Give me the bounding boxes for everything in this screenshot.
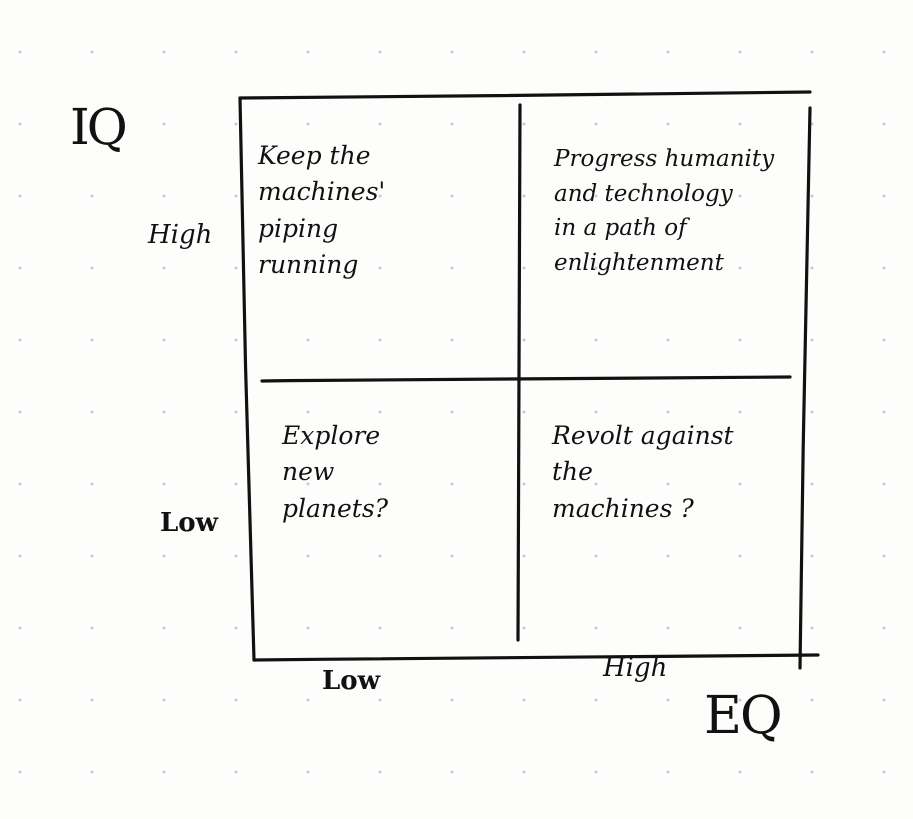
frame-left-line [238, 96, 256, 662]
quadrant-high-iq-low-eq: Keep the machines' piping running [258, 141, 386, 279]
tick-label-eq-high: High [603, 653, 668, 683]
frame-right-line [798, 106, 812, 670]
tick-label-iq-high: High [148, 220, 213, 250]
tick-label-iq-low: Low [160, 508, 219, 538]
quadrant-low-iq-high-eq: Revolt against the machines ? [552, 421, 734, 523]
axis-title-iq: IQ [70, 98, 128, 156]
divider-horizontal [260, 375, 792, 383]
frame-bottom-line [252, 653, 820, 662]
axis-title-eq: EQ [704, 686, 783, 746]
quadrant-low-iq-low-eq: Explore new planets? [282, 421, 389, 523]
divider-vertical [516, 103, 522, 642]
quadrant-high-iq-high-eq: Progress humanity and technology in a pa… [554, 146, 775, 276]
tick-label-eq-low: Low [322, 666, 381, 696]
frame-top-line [238, 90, 812, 100]
